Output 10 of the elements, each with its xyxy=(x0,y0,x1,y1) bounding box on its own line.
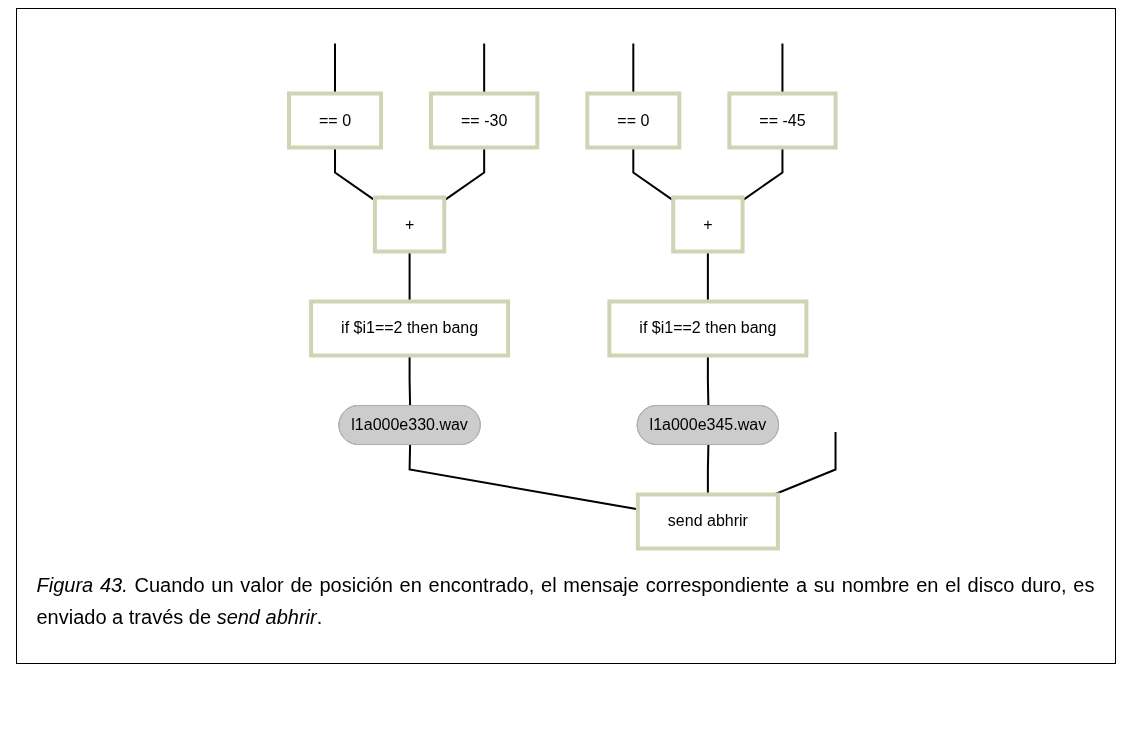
figure-caption: Figura 43. Cuando un valor de posición en encontrado, el mensaje correspondiente a su nombre en el disco duro, es enviado a través de send abhrir. xyxy=(36,573,1095,630)
node-box: + xyxy=(372,195,446,254)
node-box: == 0 xyxy=(585,91,682,150)
node-box: == -45 xyxy=(727,91,838,150)
node-box: if $i1==2 then bang xyxy=(308,299,510,358)
node-box: if $i1==2 then bang xyxy=(607,299,809,358)
node-box: send abhrir xyxy=(635,492,780,551)
node-box: == -30 xyxy=(428,91,540,150)
node-box: + xyxy=(670,195,745,254)
node-box: == 0 xyxy=(286,91,383,150)
